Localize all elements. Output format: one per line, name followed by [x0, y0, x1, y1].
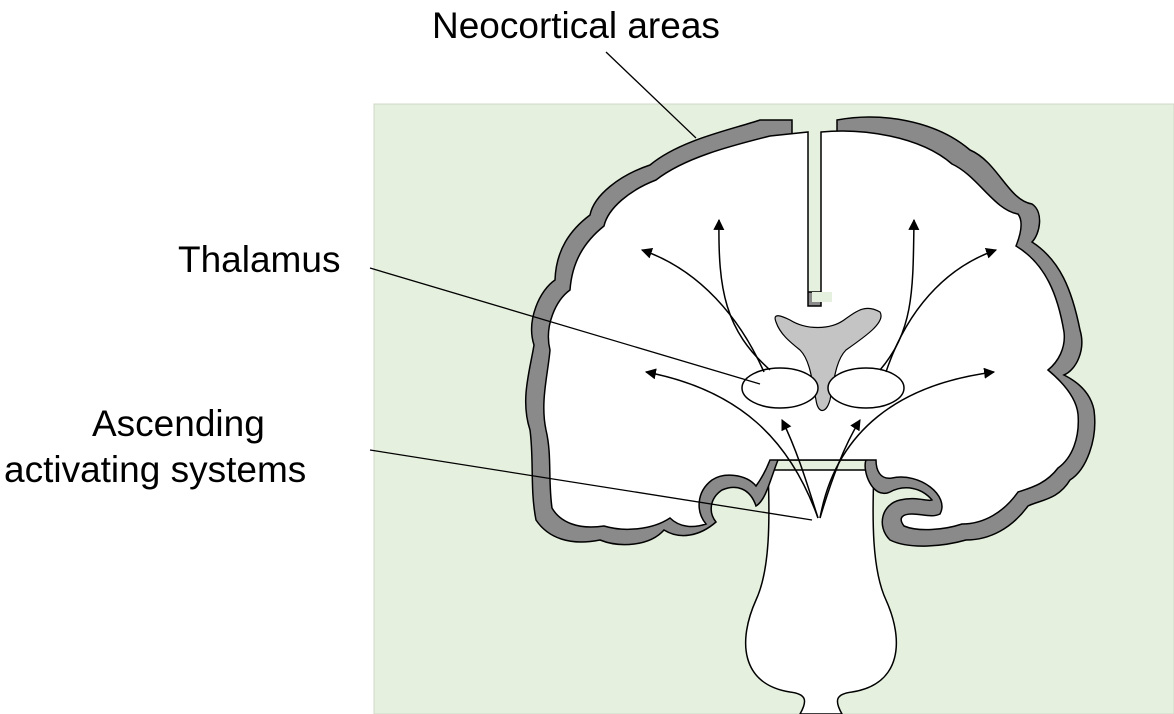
fissure-gap	[812, 292, 832, 302]
label-activating-systems: activating systems	[4, 448, 306, 492]
label-ascending: Ascending	[92, 402, 265, 446]
thalamus-right	[828, 368, 904, 408]
label-neocortical-areas: Neocortical areas	[432, 4, 720, 48]
thalamus-left	[742, 368, 818, 408]
brainstem	[746, 470, 897, 714]
label-thalamus: Thalamus	[178, 238, 340, 282]
